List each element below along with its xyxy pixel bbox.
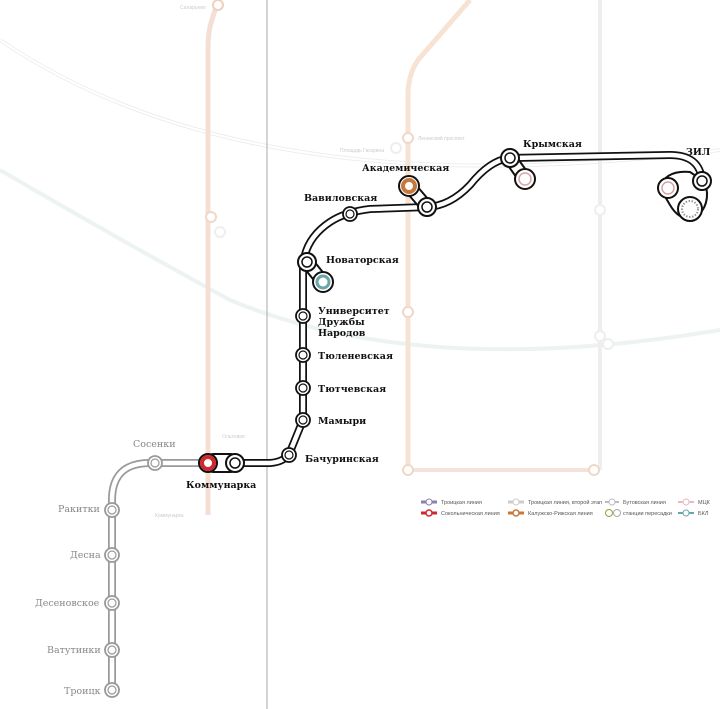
bg-label: Ольховая xyxy=(222,434,245,440)
legend-label: БКЛ xyxy=(698,511,709,517)
bg-station xyxy=(205,211,217,223)
label-universitet-3: Народов xyxy=(318,328,366,339)
station-novatorskaya[interactable] xyxy=(297,252,317,272)
legend-troitskaya: Троицкая линия xyxy=(421,498,482,506)
label-zil: ЗИЛ xyxy=(686,147,710,158)
label-krymskaya: Крымская xyxy=(523,139,582,150)
label-bachurinskaya: Бачуринская xyxy=(305,454,379,465)
station-kommunarka[interactable] xyxy=(225,453,245,473)
legend-label: Сокольническая линия xyxy=(441,511,500,517)
station-desna[interactable] xyxy=(104,547,120,563)
bg-station xyxy=(594,330,606,342)
station-universitet[interactable] xyxy=(295,308,311,324)
label-desenovskoe: Десеновское xyxy=(35,598,100,609)
station-troitsk[interactable] xyxy=(104,682,120,698)
stations-second-stage xyxy=(104,455,163,698)
bg-station xyxy=(402,132,414,144)
label-tyulenevskaya: Тюленевская xyxy=(318,351,393,362)
station-sosenki[interactable] xyxy=(147,455,163,471)
label-tyutchevskaya: Тютчевская xyxy=(318,384,386,395)
station-tyulenevskaya[interactable] xyxy=(295,347,311,363)
stations xyxy=(225,148,712,473)
legend-butovskaya: Бутовская линия xyxy=(605,498,666,506)
kaluzhskaya-station-icon xyxy=(401,178,417,194)
bg-station xyxy=(594,204,606,216)
legend-label: Троицкая линия xyxy=(441,500,482,506)
bg-station xyxy=(390,142,402,154)
station-mamyri[interactable] xyxy=(295,412,311,428)
label-troitsk: Троицк xyxy=(64,686,101,697)
station-tyutchevskaya[interactable] xyxy=(295,380,311,396)
legend-sokolnicheskaya: Сокольническая линия xyxy=(421,509,500,517)
legend: Троицкая линия Сокольническая линия Трои… xyxy=(421,498,711,517)
legend-label: Калужско-Рижская линия xyxy=(528,511,593,517)
label-vatutinki: Ватутинки xyxy=(47,645,101,656)
sokolnicheskaya-station-icon xyxy=(200,455,216,471)
bg-label: Саларьево xyxy=(180,5,206,11)
bg-label: Площадь Гагарина xyxy=(340,148,384,154)
bg-station xyxy=(214,226,226,238)
station-bachurinskaya[interactable] xyxy=(281,447,297,463)
bg-station xyxy=(402,306,414,318)
legend-label: Бутовская линия xyxy=(623,500,666,506)
label-kommunarka: Коммунарка xyxy=(186,480,256,491)
mcc-arc-outer xyxy=(0,38,720,168)
station-zil[interactable] xyxy=(692,171,712,191)
station-labels: Коммунарка Бачуринская Мамыри Тютчевская… xyxy=(35,139,710,697)
bg-label: Ленинский проспект xyxy=(418,135,466,142)
bg-station xyxy=(602,338,614,350)
troitskaya-second-stage xyxy=(108,459,208,690)
bg-station xyxy=(588,464,600,476)
legend-label: МЦК xyxy=(698,500,711,506)
station-vatutinki[interactable] xyxy=(104,642,120,658)
bg-station xyxy=(212,0,224,11)
label-akademicheskaya: Академическая xyxy=(362,163,449,174)
legend-kaluzhskaya: Калужско-Рижская линия xyxy=(508,509,593,517)
mcc-station-icon xyxy=(661,181,675,195)
label-mamyri: Мамыри xyxy=(318,416,366,427)
legend-label: Троицкая линия, второй этап xyxy=(528,499,602,506)
legend-bkl: БКЛ xyxy=(678,509,709,517)
station-akademicheskaya[interactable] xyxy=(417,197,437,217)
label-sosenki: Сосенки xyxy=(133,439,176,450)
krymskaya-mcc-station[interactable] xyxy=(514,168,536,190)
sokolnicheskaya-line xyxy=(205,0,221,515)
station-rakitki[interactable] xyxy=(104,502,120,518)
bg-label: Коммунарка xyxy=(155,513,184,519)
legend-mcc: МЦК xyxy=(678,498,711,506)
label-vavilovskaya: Вавиловская xyxy=(304,193,377,204)
station-krymskaya[interactable] xyxy=(500,148,520,168)
station-vavilovskaya[interactable] xyxy=(342,206,358,222)
legend-second-stage: Троицкая линия, второй этап xyxy=(508,498,602,506)
bkl-arc xyxy=(0,168,720,352)
label-rakitki: Ракитки xyxy=(58,504,100,515)
kaluzhskaya-line xyxy=(405,0,472,470)
mcc-station-icon xyxy=(518,172,532,186)
station-desenovskoe[interactable] xyxy=(104,595,120,611)
label-desna: Десна xyxy=(70,550,101,561)
label-universitet-2: Дружбы xyxy=(318,317,365,328)
mcc-arc-inner xyxy=(0,39,720,167)
bkl-station-icon xyxy=(315,274,331,290)
label-novatorskaya: Новаторская xyxy=(326,255,399,266)
bg-station xyxy=(402,464,414,476)
legend-transfer: станции пересадки xyxy=(605,509,672,517)
label-universitet-1: Университет xyxy=(318,306,390,317)
legend-label: станции пересадки xyxy=(623,511,672,517)
butovo-dotted-station-icon xyxy=(681,200,699,218)
